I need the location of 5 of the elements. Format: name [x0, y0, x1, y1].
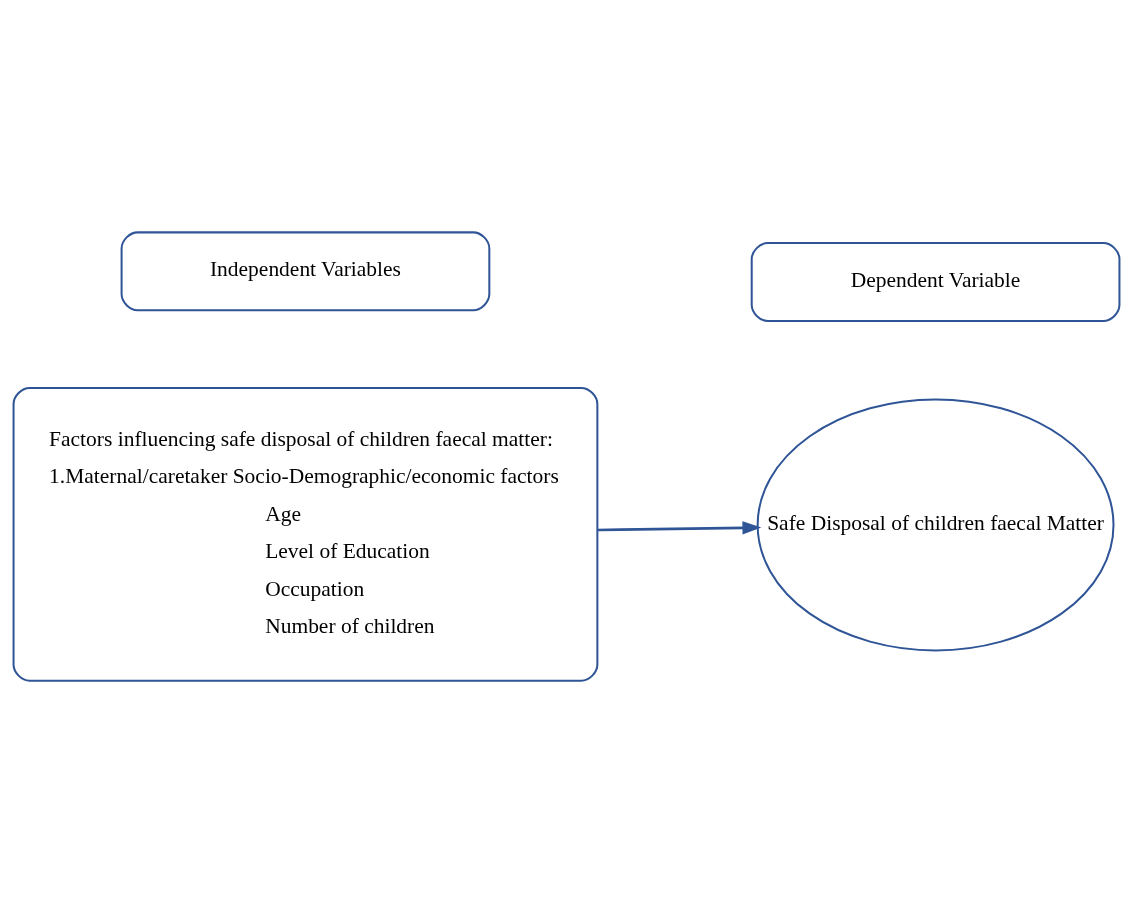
node-box: Independent Variables — [120, 230, 491, 311]
node-box: Factors influencing safe disposal of children faecal matter: 1.Maternal/caretaker Socio-Demographic/economic factors Age Level of Education Occupation Number of children — [12, 386, 599, 682]
node-ellipse: Safe Disposal of children faecal Matter — [756, 397, 1115, 651]
node-box: Dependent Variable — [750, 241, 1121, 322]
arrow — [597, 520, 762, 534]
